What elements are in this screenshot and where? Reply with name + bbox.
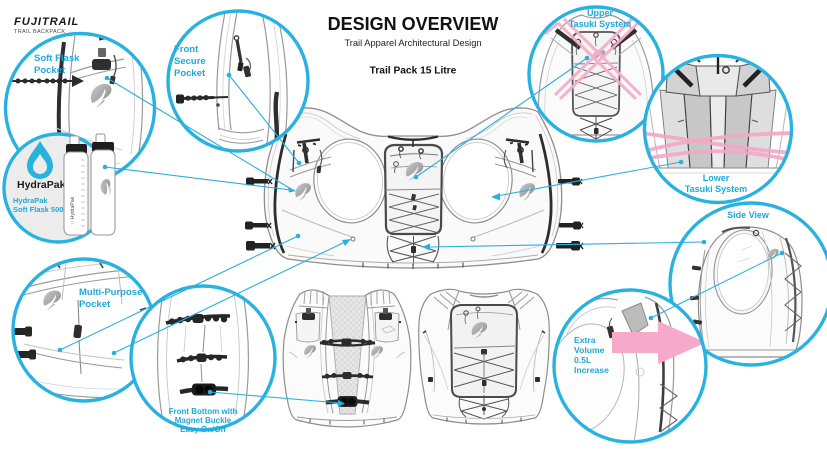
- svg-text:Trail Apparel Architectural De: Trail Apparel Architectural Design: [344, 38, 481, 48]
- svg-text:Soft Flask: Soft Flask: [34, 53, 80, 64]
- svg-text:Upper: Upper: [587, 8, 614, 18]
- svg-text:Easy On/Off: Easy On/Off: [180, 425, 226, 434]
- svg-text:Tasuki System: Tasuki System: [685, 184, 747, 194]
- svg-text:Front Bottom with: Front Bottom with: [169, 407, 238, 416]
- svg-text:FUJITRAIL: FUJITRAIL: [14, 16, 79, 28]
- svg-text:HydraPak: HydraPak: [17, 179, 66, 191]
- svg-text:Pocket: Pocket: [79, 299, 111, 310]
- svg-text:TRAIL BACKPACK: TRAIL BACKPACK: [14, 29, 65, 35]
- svg-text:Side View: Side View: [727, 210, 770, 220]
- svg-text:Increase: Increase: [574, 365, 609, 375]
- svg-text:DESIGN OVERVIEW: DESIGN OVERVIEW: [328, 14, 499, 34]
- svg-text:Pocket: Pocket: [174, 68, 206, 79]
- svg-text:HydraPak: HydraPak: [13, 196, 48, 205]
- svg-text:Lower: Lower: [703, 173, 730, 183]
- svg-text:0.5L: 0.5L: [574, 355, 591, 365]
- svg-text:Volume: Volume: [574, 345, 605, 355]
- svg-text:Magnet Buckle: Magnet Buckle: [175, 416, 232, 425]
- svg-text:Soft Flask 500ml: Soft Flask 500ml: [13, 205, 72, 214]
- svg-text:○ HydraPak: ○ HydraPak: [70, 196, 76, 224]
- svg-text:Secure: Secure: [174, 56, 206, 67]
- svg-text:Multi-Purpose: Multi-Purpose: [79, 287, 142, 298]
- svg-text:Extra: Extra: [574, 335, 596, 345]
- svg-text:Pocket: Pocket: [34, 65, 66, 76]
- svg-text:Trail Pack 15 Litre: Trail Pack 15 Litre: [370, 66, 457, 77]
- svg-text:Tasuki System: Tasuki System: [569, 19, 631, 29]
- svg-text:Front: Front: [174, 44, 199, 55]
